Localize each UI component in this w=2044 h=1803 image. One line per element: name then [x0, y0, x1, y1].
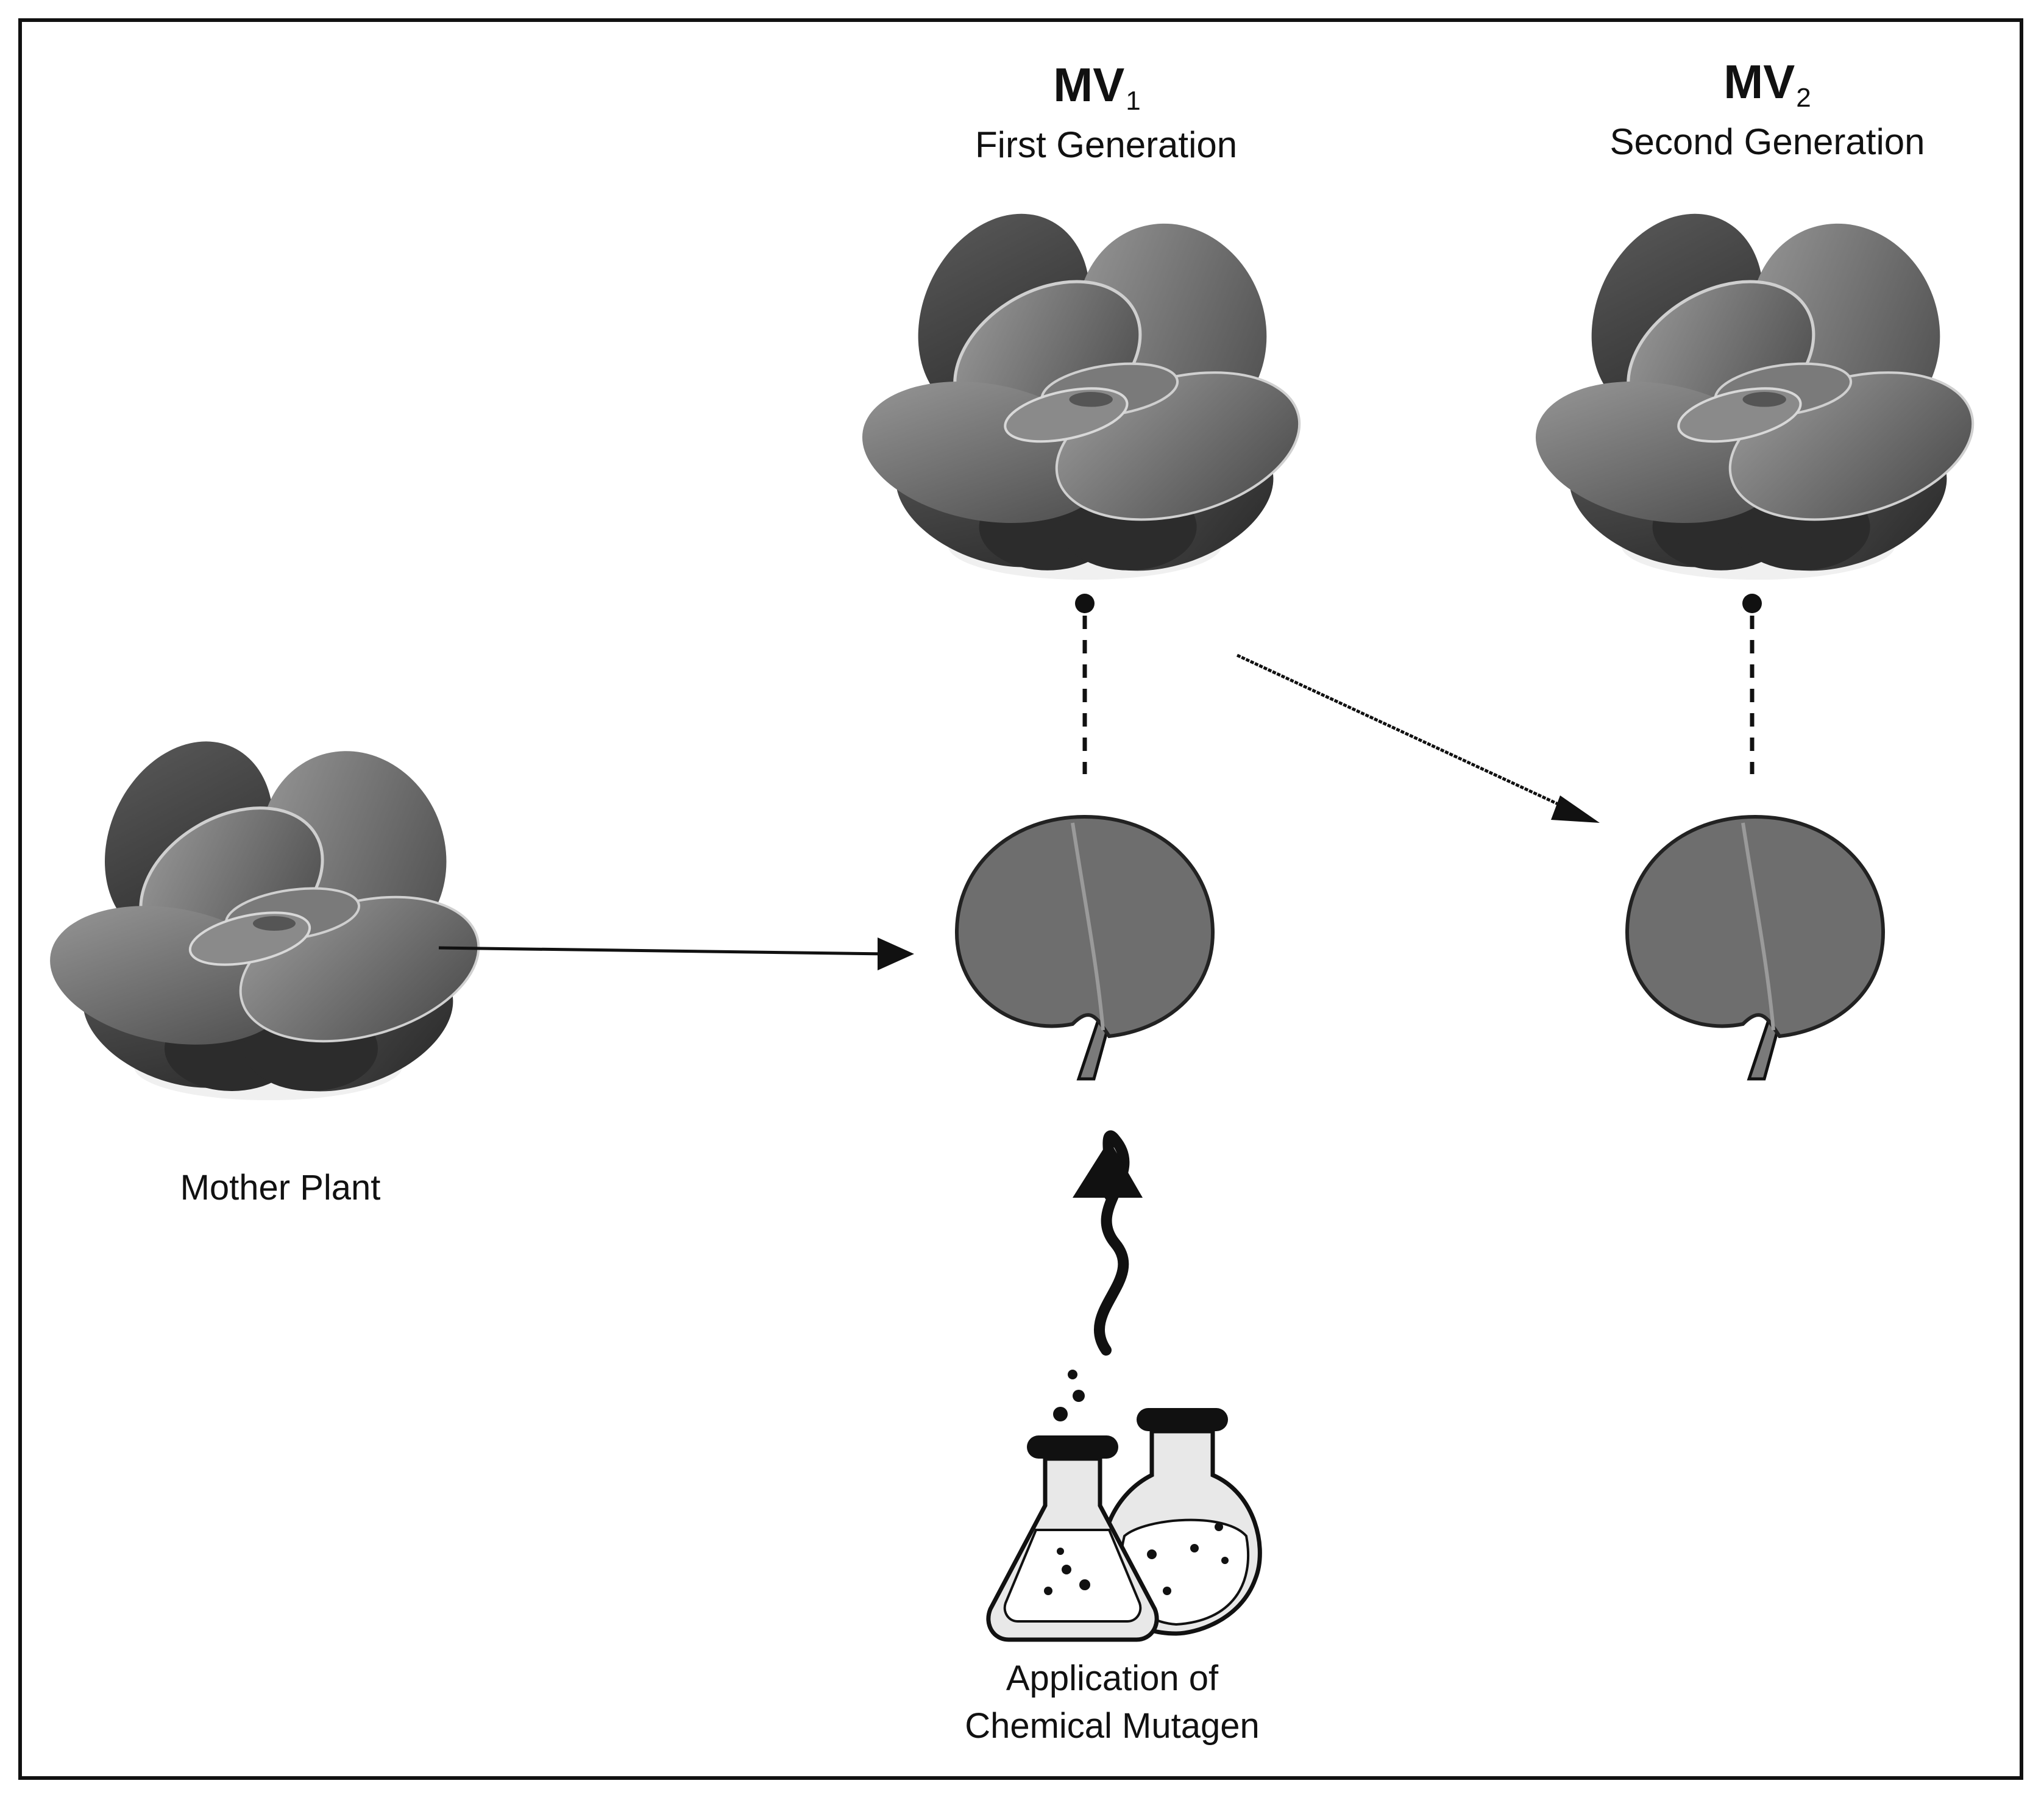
mv2-title: MV2 — [1723, 55, 1811, 113]
mother-plant-image — [39, 714, 495, 1117]
mv1-dotted-connector — [1075, 594, 1095, 774]
mv2-heading: MV2 Second Generation — [1591, 58, 1944, 164]
mv1-seed-icon — [957, 817, 1213, 1079]
mv1-subtitle: First Generation — [975, 124, 1238, 165]
mother-to-mv1-arrow — [438, 937, 914, 970]
mutagen-label: Application of Chemical Mutagen — [914, 1655, 1310, 1751]
mv2-subtitle: Second Generation — [1609, 121, 1925, 162]
chemical-flasks-icon — [986, 1370, 1262, 1642]
mutagen-label-line2: Chemical Mutagen — [965, 1706, 1260, 1746]
mv1-title: MV1 — [1053, 58, 1141, 116]
mother-plant-label: Mother Plant — [180, 1168, 381, 1207]
mv2-seed-icon — [1627, 817, 1883, 1079]
mv1-plant-image — [851, 185, 1316, 596]
mv2-plant-image — [1524, 185, 1989, 596]
mutagen-label-line1: Application of — [1006, 1659, 1219, 1698]
mutagen-wavy-arrow — [1073, 1130, 1143, 1356]
mv1-to-mv2-arrow — [1236, 653, 1600, 823]
mv2-dotted-connector — [1742, 594, 1762, 774]
mv1-heading: MV1 First Generation — [975, 58, 1238, 167]
